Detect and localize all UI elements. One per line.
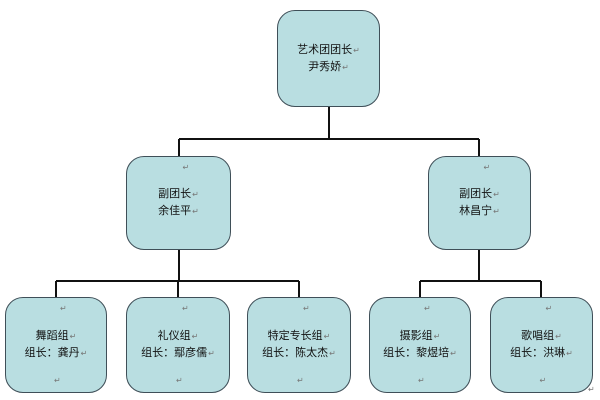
group-5-title: 歌唱组 — [521, 329, 555, 342]
paragraph-mark: ↵ — [539, 376, 547, 385]
group-box-5: ↵ 歌唱组↵ 组长：洪琳↵ ↵ — [490, 297, 593, 393]
group-2-leader: 组长：鄢彦儒 — [141, 346, 208, 359]
group-1-title: 舞蹈组 — [35, 329, 69, 342]
paragraph-mark: ↵ — [182, 304, 189, 313]
paragraph-mark: ↵ — [418, 376, 425, 385]
deputy-1-name: 余佳平 — [158, 204, 192, 217]
paragraph-mark: ↵ — [182, 163, 190, 172]
paragraph-mark: ↵ — [566, 349, 573, 358]
paragraph-mark: ↵ — [588, 385, 595, 394]
paragraph-mark: ↵ — [353, 45, 360, 55]
paragraph-mark: ↵ — [303, 304, 310, 313]
group-1-leader: 组长：龚丹 — [24, 346, 80, 359]
paragraph-mark: ↵ — [192, 190, 199, 199]
deputy-1-title: 副团长 — [158, 187, 192, 200]
paragraph-mark: ↵ — [433, 332, 441, 341]
paragraph-mark: ↵ — [555, 332, 562, 341]
paragraph-mark: ↵ — [80, 349, 88, 358]
paragraph-mark: ↵ — [54, 376, 61, 385]
paragraph-mark: ↵ — [545, 304, 553, 313]
paragraph-mark: ↵ — [329, 349, 336, 358]
group-3-leader: 组长：陈太杰 — [262, 346, 329, 359]
paragraph-mark: ↵ — [69, 332, 77, 341]
deputy-box-1: ↵ 副团长↵ 余佳平↵ — [126, 156, 231, 250]
paragraph-mark: ↵ — [493, 207, 500, 216]
paragraph-mark: ↵ — [483, 163, 491, 172]
paragraph-mark: ↵ — [493, 190, 500, 199]
group-box-4: ↵ 摄影组↵ 组长：黎煜培↵ ↵ — [369, 297, 471, 393]
group-4-leader: 组长：黎煜培 — [383, 346, 450, 359]
paragraph-mark: ↵ — [450, 349, 457, 358]
director-box: 艺术团团长↵ 尹秀娇↵ — [277, 10, 380, 107]
paragraph-mark: ↵ — [297, 376, 304, 385]
deputy-2-name: 林昌宁 — [459, 204, 493, 217]
paragraph-mark: ↵ — [323, 332, 331, 341]
paragraph-mark: ↵ — [191, 332, 199, 341]
paragraph-mark: ↵ — [60, 304, 67, 313]
paragraph-mark: ↵ — [424, 304, 431, 313]
group-box-3: ↵ 特定专长组↵ 组长：陈太杰↵ ↵ — [247, 297, 351, 393]
group-5-leader: 组长：洪琳 — [510, 346, 566, 359]
director-name: 尹秀娇 — [308, 59, 342, 73]
paragraph-mark: ↵ — [176, 376, 183, 385]
group-3-title: 特定专长组 — [267, 329, 323, 342]
paragraph-mark: ↵ — [342, 62, 349, 72]
deputy-box-2: ↵ 副团长↵ 林昌宁↵ — [428, 156, 531, 250]
deputy-2-title: 副团长 — [459, 187, 493, 200]
paragraph-mark: ↵ — [192, 207, 199, 216]
paragraph-mark: ↵ — [208, 349, 215, 358]
director-title: 艺术团团长 — [297, 42, 353, 56]
group-box-2: ↵ 礼仪组↵ 组长：鄢彦儒↵ ↵ — [126, 297, 230, 393]
group-4-title: 摄影组 — [399, 329, 433, 342]
group-box-1: ↵ 舞蹈组↵ 组长：龚丹↵ ↵ — [5, 297, 107, 393]
group-2-title: 礼仪组 — [157, 329, 191, 342]
